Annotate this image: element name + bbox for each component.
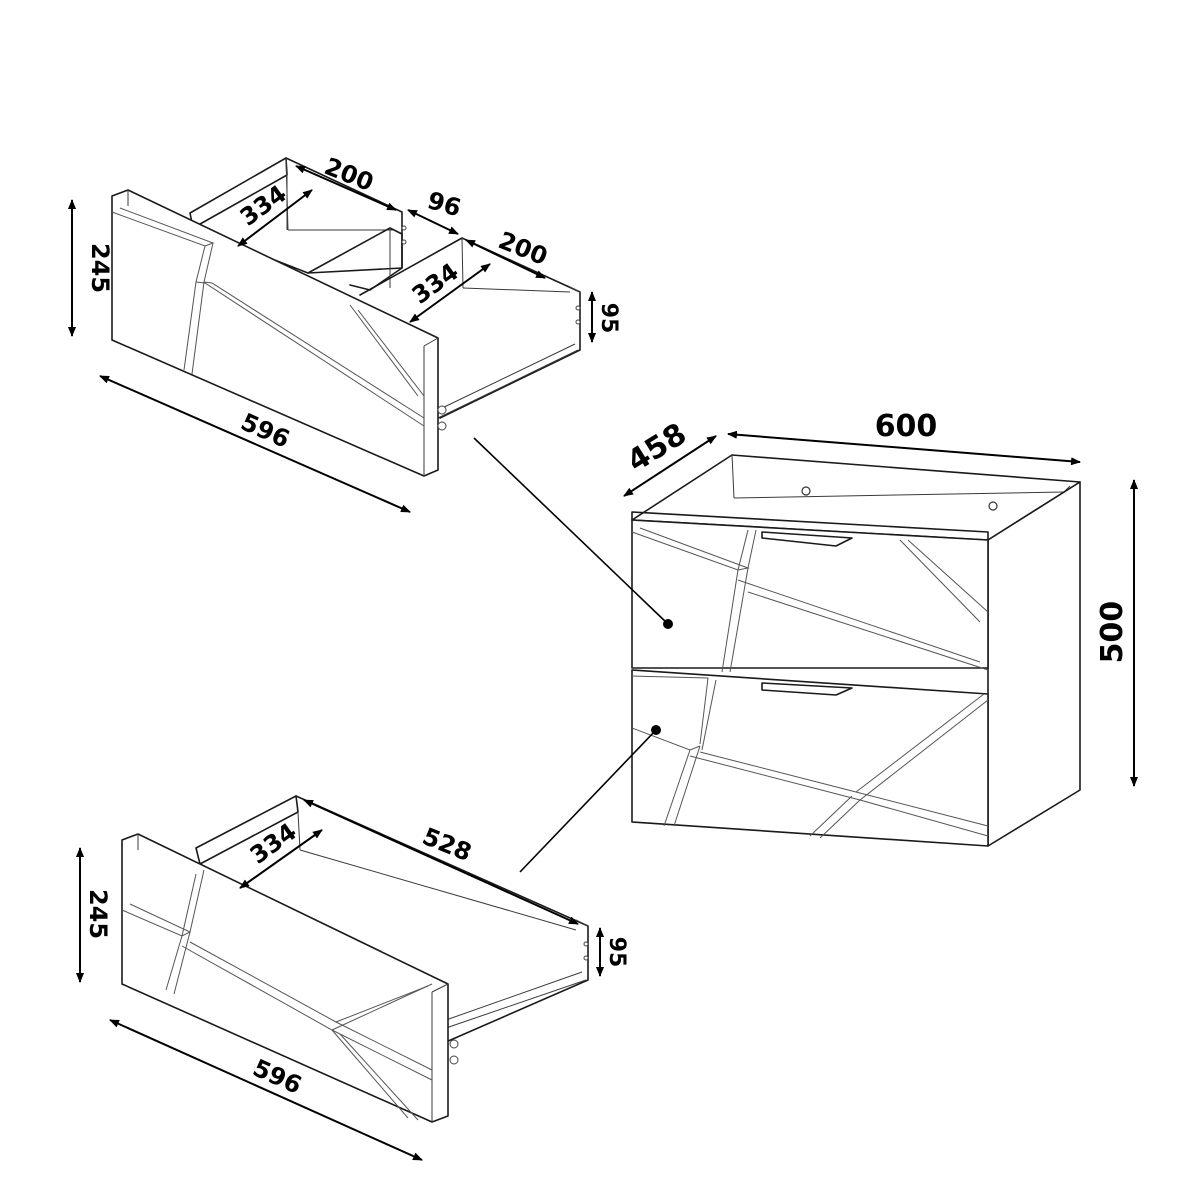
bottom-drawer-inner-width-label: 528	[419, 822, 476, 867]
cabinet-dimensions	[623, 430, 1138, 787]
bottom-drawer-illustration	[121, 795, 589, 1123]
top-divider-width-label: 96	[424, 186, 464, 222]
top-left-compartment-depth-label: 334	[235, 179, 292, 231]
top-right-compartment-depth-label: 334	[407, 257, 464, 309]
cabinet-width-label: 600	[875, 409, 938, 444]
bottom-drawer-height-label: 245	[84, 889, 112, 939]
top-drawer-inner-height-label: 95	[596, 303, 621, 334]
cabinet-height-label: 500	[1095, 601, 1130, 664]
bottom-drawer-dimensions	[76, 799, 604, 1161]
cabinet-illustration	[631, 454, 1081, 847]
bottom-drawer-inner-height-label: 95	[604, 937, 629, 968]
bottom-drawer-inner-depth-label: 334	[245, 817, 302, 869]
top-drawer-illustration	[111, 157, 581, 477]
top-drawer-height-label: 245	[86, 243, 114, 293]
cabinet-depth-label: 458	[621, 417, 693, 480]
top-right-compartment-width-label: 200	[495, 226, 552, 271]
top-drawer-dimensions	[68, 165, 596, 513]
